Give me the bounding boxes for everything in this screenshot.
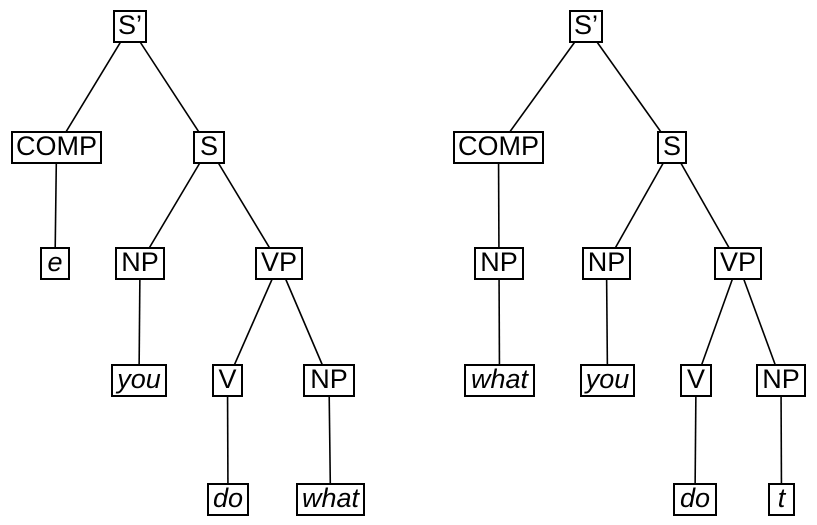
edge-np-what (328, 380, 332, 500)
tree2-node-comp: COMP (453, 131, 544, 164)
tree2-leaf-t: t (768, 483, 795, 516)
edge-sprime-s (129, 26, 210, 148)
tree1-node-np-subject: NP (115, 247, 165, 280)
edge-np-what (498, 263, 501, 381)
edge-vp-np (737, 263, 782, 381)
edge-sprime-comp (497, 26, 587, 148)
edge-s-vp (208, 147, 280, 264)
tree1-leaf-e: e (40, 247, 70, 280)
edge-vp-np (278, 263, 330, 381)
tree2-node-np-comp: NP (474, 247, 524, 280)
tree1-node-s-prime: S’ (113, 10, 147, 43)
edge-np-you (605, 263, 609, 381)
tree1-node-s: S (193, 131, 225, 164)
edge-sprime-s (585, 26, 673, 148)
tree1-node-v: V (212, 364, 243, 397)
tree2-leaf-you: you (580, 364, 635, 397)
edge-s-np (605, 147, 673, 264)
edge-vp-v (695, 263, 739, 381)
edge-np-you (138, 263, 141, 381)
tree2-leaf-what: what (464, 364, 535, 397)
edge-np-t (780, 380, 783, 500)
tree2-leaf-do: do (673, 483, 717, 516)
tree2-node-vp: VP (714, 247, 762, 280)
edge-comp-np (497, 147, 500, 264)
tree1-node-np-object: NP (303, 364, 355, 397)
edge-sprime-comp (55, 26, 131, 148)
edge-s-vp (671, 147, 739, 264)
edge-comp-e (54, 147, 58, 264)
tree1-node-comp: COMP (11, 131, 102, 164)
tree1-node-vp: VP (255, 247, 303, 280)
tree1-leaf-what: what (296, 483, 365, 516)
tree1-leaf-you: you (111, 364, 167, 397)
tree1-leaf-do: do (207, 483, 249, 516)
edge-v-do (694, 380, 697, 500)
edge-s-np (139, 147, 210, 264)
tree2-node-np-object: NP (756, 364, 806, 397)
tree2-node-np-subject: NP (582, 247, 631, 280)
edge-vp-v (226, 263, 280, 381)
tree2-node-v: V (680, 364, 712, 397)
edge-v-do (226, 380, 229, 500)
tree2-node-s: S (657, 131, 687, 164)
tree2-node-s-prime: S’ (569, 10, 603, 43)
